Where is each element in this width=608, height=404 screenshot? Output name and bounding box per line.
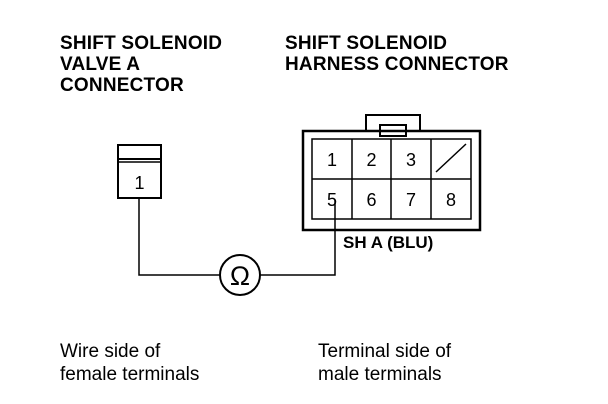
harness-connector-heading: SHIFT SOLENOID HARNESS CONNECTOR: [285, 33, 509, 75]
caption-line: Terminal side of: [318, 341, 452, 362]
heading-line: SHIFT SOLENOID: [60, 33, 223, 54]
harness-terminal-3: 3: [406, 150, 416, 170]
harness-lock-tab: [365, 114, 421, 130]
valve-connector-caption: Wire side of female terminals: [60, 340, 199, 386]
valve-terminal-1: 1: [134, 173, 144, 193]
test-lead-left: [138, 198, 220, 276]
harness-terminal-8: 8: [446, 190, 456, 210]
harness-terminal-7: 7: [406, 190, 416, 210]
heading-line: HARNESS CONNECTOR: [285, 54, 509, 75]
harness-terminal-5: 5: [327, 190, 337, 210]
unused-cavity-slash: [435, 143, 467, 173]
wire-color-label: SH A (BLU): [343, 233, 434, 252]
heading-line: SHIFT SOLENOID: [285, 33, 448, 54]
ohmmeter-wiring: Ω: [138, 198, 336, 296]
valve-connector: 1: [117, 144, 162, 199]
harness-terminal-2: 2: [366, 150, 376, 170]
heading-line: CONNECTOR: [60, 75, 184, 96]
caption-line: female terminals: [60, 364, 200, 385]
caption-line: Wire side of: [60, 341, 161, 362]
harness-connector-caption: Terminal side of male terminals: [318, 340, 451, 386]
harness-connector: 1 2 3 5 6 7 8: [301, 114, 482, 232]
valve-connector-heading: SHIFT SOLENOID VALVE A CONNECTOR: [60, 33, 222, 96]
caption-line: male terminals: [318, 364, 442, 385]
test-lead-right: [260, 200, 336, 276]
harness-connector-shell: [301, 129, 482, 232]
ohm-symbol: Ω: [230, 261, 250, 291]
harness-terminal-1: 1: [327, 150, 337, 170]
heading-line: VALVE A: [60, 54, 141, 75]
ohmmeter-icon: [219, 254, 261, 296]
harness-terminal-6: 6: [366, 190, 376, 210]
